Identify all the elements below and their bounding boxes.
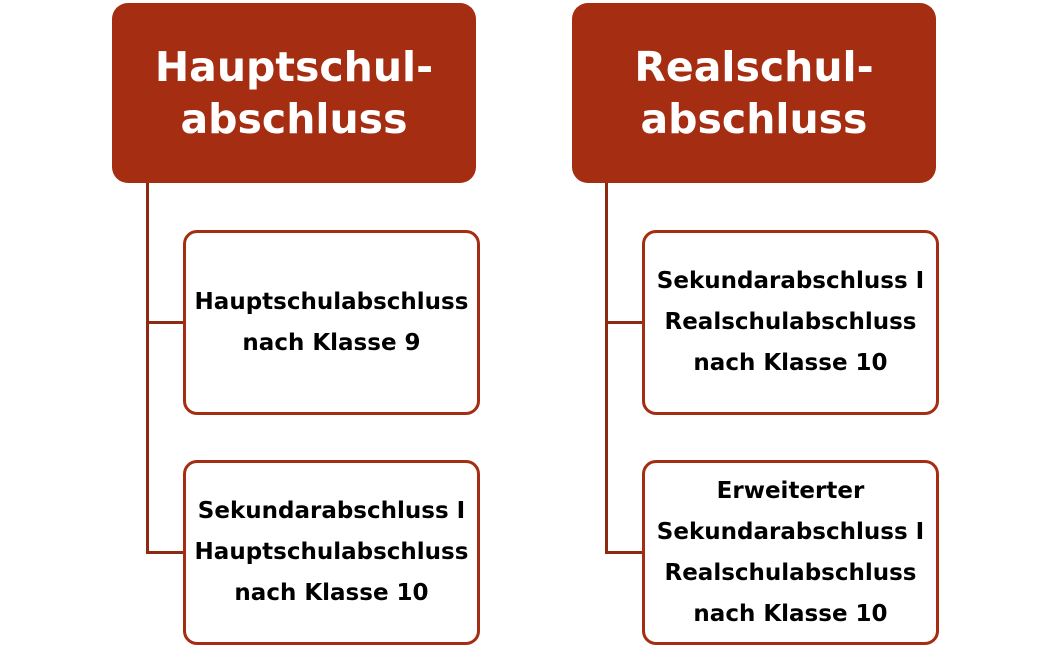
header-title-line: abschluss (640, 95, 868, 143)
connector-branch (605, 321, 645, 324)
node-sekundarabschluss-realschulabschluss-klasse-10: Sekundarabschluss I Realschulabschluss n… (642, 230, 939, 415)
header-realschulabschluss: Realschul- abschluss (572, 3, 936, 183)
node-text-line: Realschulabschluss (664, 309, 917, 335)
node-text-line: nach Klasse 10 (693, 600, 888, 627)
connector-vertical (146, 183, 149, 554)
connector-branch (146, 551, 186, 554)
node-sekundarabschluss-hauptschulabschluss-klasse-10: Sekundarabschluss I Hauptschulabschluss … (183, 460, 480, 645)
header-hauptschulabschluss: Hauptschul- abschluss (112, 3, 476, 183)
node-text-line: Sekundarabschluss I (197, 498, 466, 524)
header-title-line: abschluss (180, 95, 408, 143)
header-title-line: Hauptschul- (154, 43, 434, 91)
node-text-line: nach Klasse 9 (242, 329, 421, 356)
node-text-line: Sekundarabschluss I (656, 518, 925, 545)
connector-vertical (605, 183, 608, 554)
header-title-line: Realschul- (634, 43, 874, 91)
connector-branch (146, 321, 186, 324)
node-hauptschulabschluss-klasse-9: Hauptschulabschluss nach Klasse 9 (183, 230, 480, 415)
node-text-line: Realschulabschluss (664, 559, 917, 586)
node-erweiterter-sekundarabschluss-realschulabschluss-klasse-10: Erweiterter Sekundarabschluss I Realschu… (642, 460, 939, 645)
connector-branch (605, 551, 645, 554)
node-text-line: Erweiterter (716, 477, 865, 504)
node-text-line: nach Klasse 10 (234, 580, 429, 606)
node-text-line: Hauptschulabschluss (194, 288, 469, 315)
node-text-line: Sekundarabschluss I (656, 268, 925, 294)
node-text-line: Hauptschulabschluss (194, 539, 469, 565)
node-text-line: nach Klasse 10 (693, 350, 888, 376)
